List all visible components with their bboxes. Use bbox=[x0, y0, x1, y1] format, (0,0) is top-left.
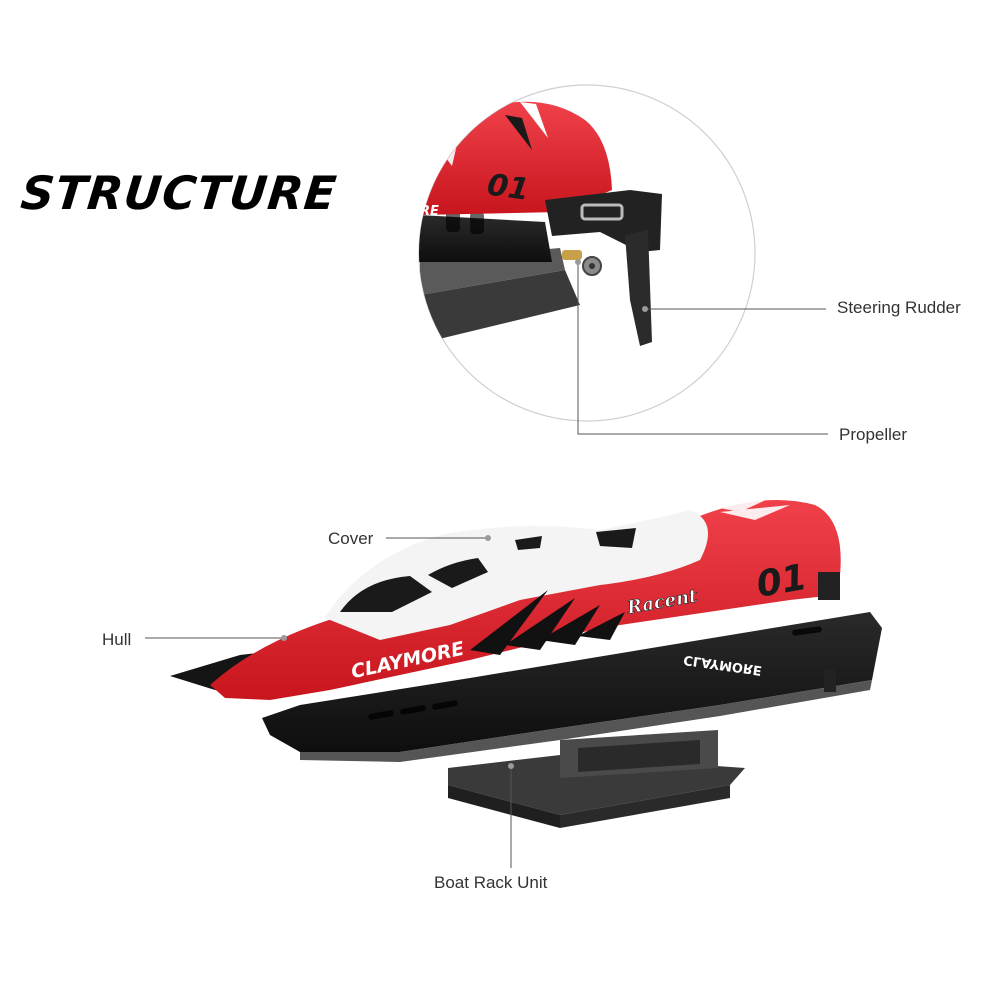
boat-canopy bbox=[340, 576, 432, 612]
zoom-number-decal: 01 bbox=[485, 167, 531, 207]
zoom-detail bbox=[418, 84, 756, 422]
boat-right-pontoon bbox=[262, 612, 882, 752]
label-steering-rudder: Steering Rudder bbox=[837, 298, 961, 317]
zoom-brand-decal: RE bbox=[420, 204, 439, 219]
leader-propeller bbox=[577, 262, 828, 435]
zoom-propeller bbox=[562, 250, 602, 276]
label-cover: Cover bbox=[328, 529, 374, 548]
zoom-deck bbox=[419, 215, 552, 262]
label-hull: Hull bbox=[102, 630, 132, 649]
label-boat-rack-unit: Boat Rack Unit bbox=[434, 873, 548, 892]
boat-number-decal: 01 bbox=[754, 557, 810, 606]
leader-dots bbox=[281, 259, 648, 769]
label-propeller: Propeller bbox=[839, 425, 908, 444]
zoom-rack bbox=[420, 270, 580, 340]
leader-lines bbox=[145, 262, 828, 868]
zoom-rudder bbox=[625, 230, 652, 346]
boat-rack bbox=[448, 730, 745, 828]
boat-illustration bbox=[170, 498, 882, 828]
